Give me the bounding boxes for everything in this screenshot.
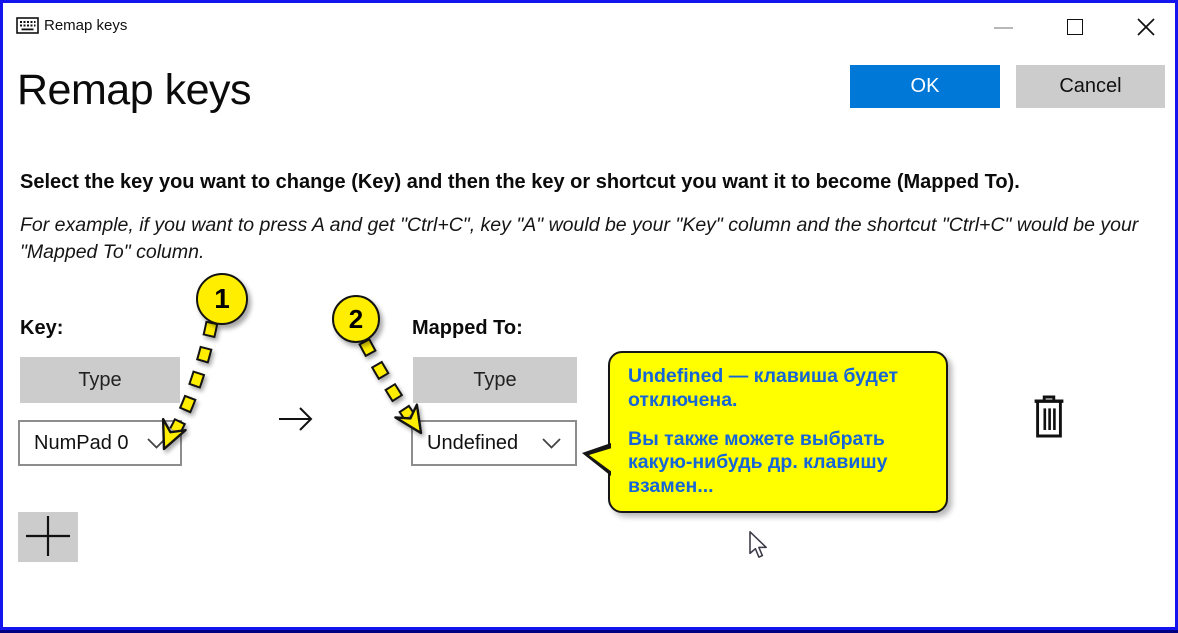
key-dropdown[interactable]: NumPad 0 bbox=[18, 420, 182, 466]
close-icon bbox=[1137, 18, 1155, 36]
mapped-to-type-button[interactable]: Type bbox=[413, 357, 577, 403]
chevron-down-icon bbox=[542, 437, 561, 449]
window-border-bottom bbox=[0, 630, 1178, 633]
ok-button[interactable]: OK bbox=[850, 65, 1000, 108]
callout-line-1: Undefined — клавиша будет отключена. bbox=[628, 365, 899, 411]
instruction-text: Select the key you want to change (Key) … bbox=[20, 171, 1020, 193]
key-dropdown-value: NumPad 0 bbox=[34, 431, 129, 454]
chevron-down-icon bbox=[147, 437, 166, 449]
mapped-to-dropdown[interactable]: Undefined bbox=[411, 420, 577, 466]
minimize-button[interactable] bbox=[994, 27, 1013, 29]
delete-remap-button[interactable] bbox=[1031, 395, 1067, 444]
arrow-right-icon bbox=[278, 404, 314, 439]
example-text: For example, if you want to press A and … bbox=[20, 214, 1139, 264]
step-2-number: 2 bbox=[348, 303, 364, 334]
cancel-button[interactable]: Cancel bbox=[1016, 65, 1165, 108]
trash-icon bbox=[1034, 395, 1064, 438]
annotation-step-2: 2 bbox=[332, 295, 380, 343]
annotation-callout: Undefined — клавиша будет отключена. Вы … bbox=[582, 351, 948, 513]
annotation-step-1: 1 bbox=[196, 273, 248, 325]
keyboard-icon bbox=[16, 17, 39, 39]
add-remap-button[interactable] bbox=[18, 512, 78, 562]
key-column-label: Key: bbox=[20, 317, 64, 339]
key-type-button[interactable]: Type bbox=[20, 357, 180, 403]
plus-icon bbox=[26, 515, 70, 556]
window-title: Remap keys bbox=[44, 17, 128, 34]
callout-line-2: Вы также можете выбрать какую-нибудь др.… bbox=[628, 427, 888, 498]
page-title: Remap keys bbox=[17, 66, 251, 114]
mapped-to-dropdown-value: Undefined bbox=[427, 431, 519, 454]
close-button[interactable] bbox=[1136, 17, 1156, 37]
maximize-button[interactable] bbox=[1067, 19, 1083, 35]
step-1-number: 1 bbox=[214, 283, 230, 314]
mapped-to-column-label: Mapped To: bbox=[412, 317, 523, 339]
mouse-cursor bbox=[748, 530, 770, 565]
